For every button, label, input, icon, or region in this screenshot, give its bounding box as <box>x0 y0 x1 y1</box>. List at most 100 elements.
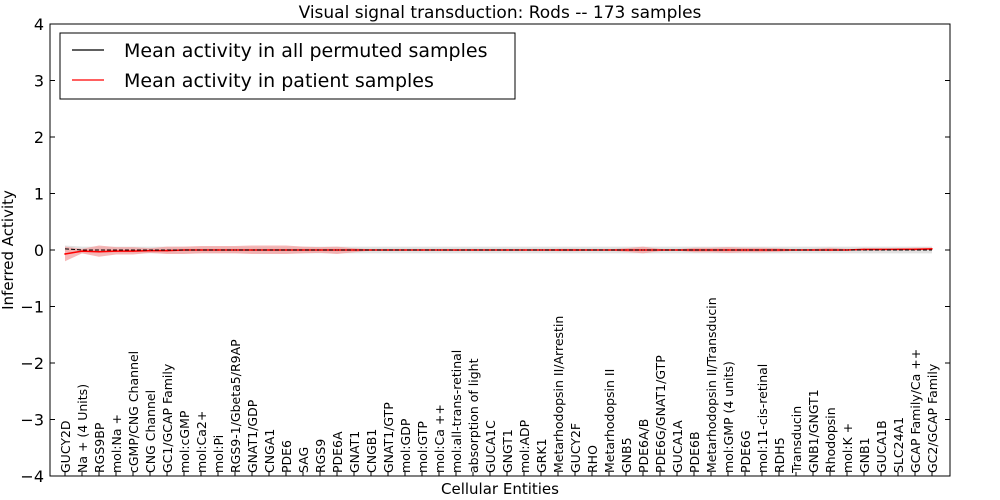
patient-point <box>183 249 185 251</box>
y-tick-label: 3 <box>34 72 44 91</box>
x-tick-label: GNAT1 <box>347 431 362 473</box>
legend-label-permuted: Mean activity in all permuted samples <box>124 40 487 62</box>
x-tick-label: mol:K + <box>840 423 855 473</box>
patient-point <box>234 249 236 251</box>
x-tick-label: GUCA1C <box>483 420 498 473</box>
x-tick-label: GUCA1A <box>670 420 685 473</box>
x-tick-label: cGMP/CNG Channel <box>126 351 141 473</box>
chart-title: Visual signal transduction: Rods -- 173 … <box>299 3 702 23</box>
patient-point <box>438 249 440 251</box>
x-tick-label: GRK1 <box>534 438 549 473</box>
y-axis-label: Inferred Activity <box>0 190 17 310</box>
y-tick-label: −2 <box>20 354 44 373</box>
patient-point <box>455 249 457 251</box>
patient-point <box>336 249 338 251</box>
x-axis-label: Cellular Entities <box>441 480 559 498</box>
x-tick-label: CNG Channel <box>143 390 158 473</box>
patient-point <box>778 249 780 251</box>
patient-point <box>574 249 576 251</box>
patient-point <box>98 250 100 253</box>
patient-point <box>506 249 508 251</box>
patient-point <box>132 250 134 252</box>
x-tick-label: GCAP Family/Ca ++ <box>908 349 923 473</box>
bands <box>65 245 932 262</box>
x-tick-label: PDE6G/GNAT1/GTP <box>653 355 668 473</box>
patient-point <box>795 249 797 251</box>
x-tick-label: GC1/GCAP Family <box>160 363 175 473</box>
patient-point <box>642 249 644 251</box>
y-tick-label: −1 <box>20 298 44 317</box>
y-tick-label: 4 <box>34 15 44 34</box>
legend-label-patient: Mean activity in patient samples <box>124 70 434 92</box>
patient-point <box>846 249 848 251</box>
permuted-mean-line <box>64 248 932 251</box>
x-tick-label: RGS9-1/Gbeta5/R9AP <box>228 339 243 473</box>
x-tick-label: mol:ADP <box>517 419 532 473</box>
patient-point <box>608 249 610 251</box>
x-tick-label: CNGA1 <box>262 429 277 473</box>
y-tick-label: −4 <box>20 467 44 486</box>
patient-point <box>829 249 831 251</box>
patient-point <box>81 250 83 252</box>
x-tick-label: RHO <box>585 445 600 473</box>
patient-point <box>353 249 355 251</box>
patient-point <box>149 249 151 252</box>
x-tick-label: mol:GDP <box>398 418 413 473</box>
x-tick-label: RGS9 <box>313 439 328 473</box>
x-tick-label: mol:cGMP <box>177 410 192 473</box>
x-tick-label: GUCY2D <box>58 420 73 473</box>
y-tick-label: 1 <box>34 185 44 204</box>
patient-point <box>676 249 678 251</box>
x-tick-label: mol:all-trans-retinal <box>449 350 464 473</box>
patient-point <box>489 249 491 251</box>
patient-point <box>557 249 559 251</box>
x-tick-label: mol:GMP (4 units) <box>721 361 736 473</box>
patient-point <box>404 249 406 251</box>
y-tick-label: 0 <box>34 241 44 260</box>
patient-point <box>115 250 117 252</box>
x-tick-label: CNGB1 <box>364 429 379 473</box>
patient-point <box>64 253 66 255</box>
patient-point <box>540 249 542 251</box>
x-tick-label: RGS9BP <box>92 422 107 473</box>
patient-point <box>744 249 746 251</box>
patient-point <box>914 248 916 251</box>
x-tick-label: Na + (4 Units) <box>75 384 90 473</box>
patient-point <box>200 249 202 251</box>
x-tick-label: absorption of light <box>466 358 481 473</box>
patient-point <box>591 249 593 251</box>
patient-point <box>693 249 695 251</box>
patient-point <box>285 249 287 251</box>
patient-point <box>523 249 525 251</box>
patient-point <box>931 248 933 250</box>
x-tick-label: mol:GTP <box>415 421 430 473</box>
patient-point <box>166 249 168 252</box>
patient-point <box>421 249 423 251</box>
x-tick-label: PDE6A <box>330 431 345 473</box>
y-tick-label: 2 <box>34 128 44 147</box>
patient-point <box>370 249 372 251</box>
patient-point <box>472 249 474 251</box>
patient-point <box>268 249 270 251</box>
patient-point <box>727 249 729 251</box>
x-tick-label: PDE6 <box>279 440 294 473</box>
x-tick-label: GNAT1/GDP <box>245 399 260 473</box>
patient-point <box>659 249 661 251</box>
x-tick-label: RDH5 <box>772 437 787 473</box>
legend-box <box>59 32 516 100</box>
patient-point <box>387 249 389 251</box>
patient-point <box>761 249 763 251</box>
x-tick-label: Metarhodopsin II/Arrestin <box>551 316 566 473</box>
x-tick-label: PDE6G <box>738 430 753 473</box>
x-tick-label: mol:Ca ++ <box>432 404 447 473</box>
patient-point <box>251 249 253 251</box>
x-tick-label: Rhodopsin <box>823 407 838 473</box>
x-tick-label: GNAT1/GTP <box>381 402 396 473</box>
x-tick-label: mol:Na + <box>109 414 124 473</box>
patient-point <box>217 249 219 251</box>
x-tick-label: GNB5 <box>619 437 634 473</box>
patient-point <box>302 249 304 251</box>
